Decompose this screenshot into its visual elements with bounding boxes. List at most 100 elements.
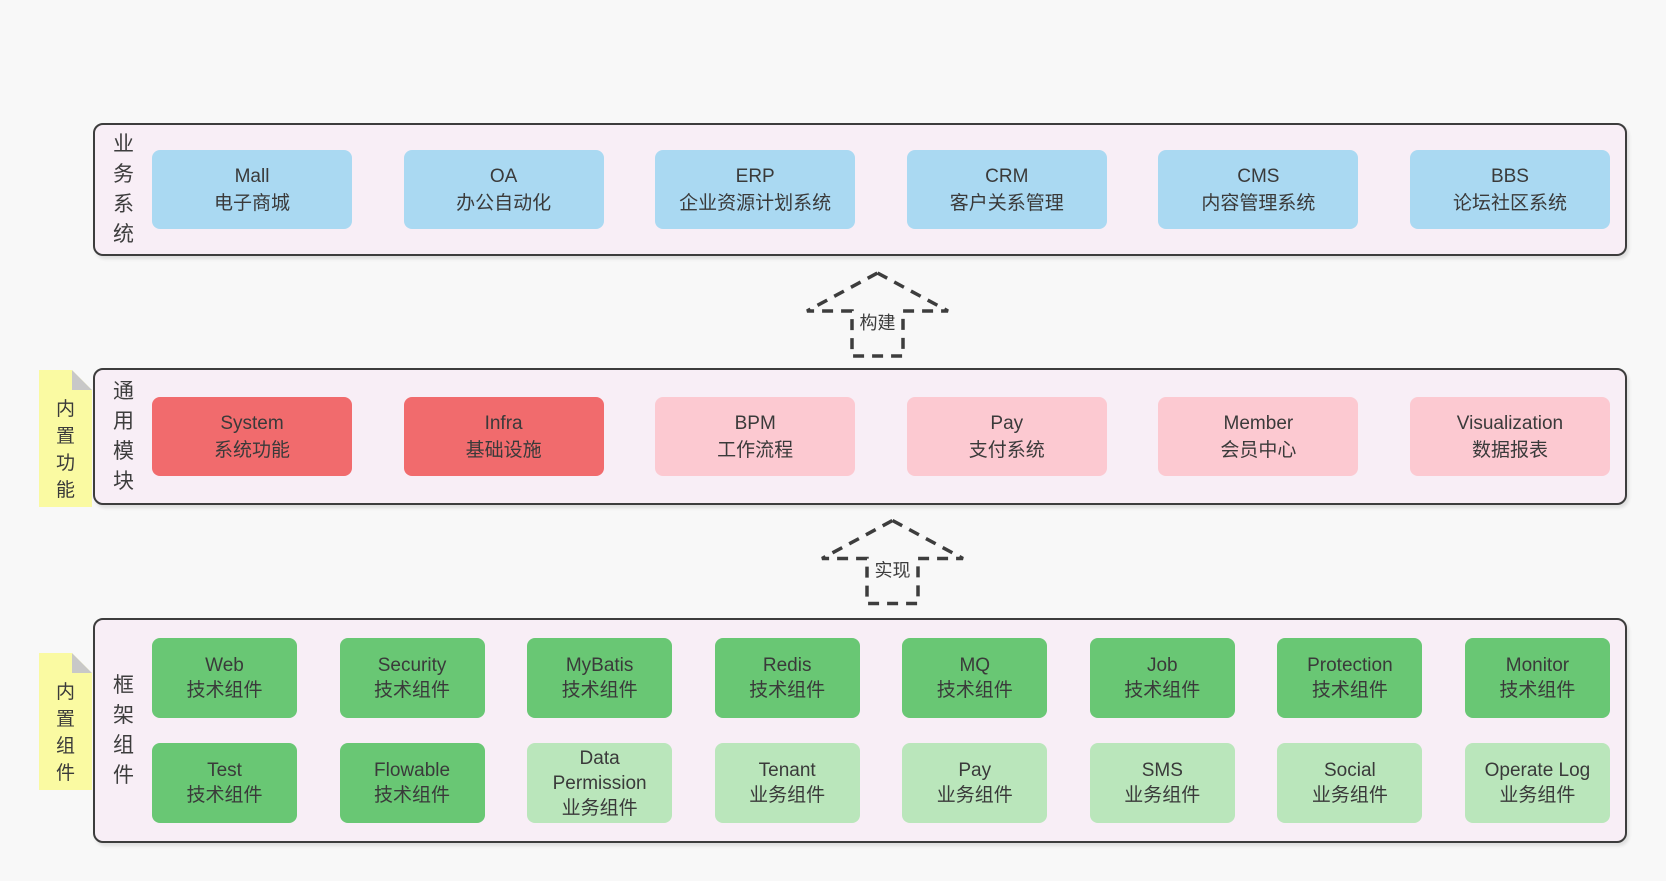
box-subtitle: 技术组件 — [186, 680, 263, 701]
box-title: Mall — [234, 165, 270, 187]
layer-label: 框架组件 — [113, 673, 134, 787]
box-title: CMS — [1237, 165, 1280, 187]
box-subtitle: 技术组件 — [936, 680, 1013, 701]
sticky-note-label: 内置功能 — [55, 399, 75, 501]
box-data-permission: Data Permission 业务组件 — [527, 743, 673, 823]
sticky-note-builtin-features: 内置功能 — [39, 370, 92, 507]
sticky-note-label: 内置组件 — [55, 682, 75, 784]
box-subtitle: 业务组件 — [561, 797, 638, 819]
box-title: Redis — [762, 655, 812, 676]
box-title: Data Permission — [552, 747, 647, 794]
box-monitor: Monitor 技术组件 — [1464, 638, 1610, 718]
box-subtitle: 基础设施 — [465, 439, 542, 461]
box-social: Social 业务组件 — [1277, 743, 1423, 823]
sticky-note-builtin-components: 内置组件 — [39, 653, 92, 790]
box-protection: Protection 技术组件 — [1277, 638, 1423, 718]
box-title: Member — [1223, 412, 1294, 434]
box-flowable: Flowable 技术组件 — [339, 743, 485, 823]
box-subtitle: 技术组件 — [374, 680, 451, 701]
box-subtitle: 业务组件 — [1311, 785, 1388, 806]
box-title: CRM — [985, 165, 1029, 187]
box-title: Social — [1324, 760, 1376, 781]
box-subtitle: 业务组件 — [749, 785, 826, 806]
box-mybatis: MyBatis 技术组件 — [527, 638, 673, 718]
box-test: Test 技术组件 — [152, 743, 297, 823]
layer-label: 通用模块 — [113, 379, 134, 493]
box-title: MyBatis — [565, 655, 634, 676]
box-title: Flowable — [374, 760, 451, 781]
box-subtitle: 会员中心 — [1220, 439, 1297, 461]
box-subtitle: 内容管理系统 — [1201, 192, 1316, 214]
box-title: Pay — [990, 412, 1024, 434]
arrow-build: 构建 — [805, 271, 950, 358]
box-subtitle: 技术组件 — [561, 680, 638, 701]
box-subtitle: 办公自动化 — [456, 192, 552, 214]
box-title: Web — [205, 655, 244, 676]
box-title: Infra — [484, 412, 523, 434]
box-subtitle: 工作流程 — [717, 439, 794, 461]
arrow-label: 实现 — [875, 561, 911, 581]
box-tenant: Tenant 业务组件 — [714, 743, 860, 823]
box-title: SMS — [1141, 760, 1183, 781]
box-subtitle: 业务组件 — [936, 785, 1013, 806]
box-title: MQ — [959, 655, 991, 676]
box-title: Operate Log — [1484, 760, 1591, 781]
box-infra: Infra 基础设施 — [403, 397, 604, 476]
box-row: Mall 电子商城 OA 办公自动化 ERP 企业资源计划系统 CRM 客户关系管理 CMS 内容… — [152, 150, 1610, 229]
box-subtitle: 支付系统 — [968, 439, 1045, 461]
box-subtitle: 客户关系管理 — [949, 192, 1064, 214]
box-job: Job 技术组件 — [1089, 638, 1235, 718]
layer-label: 业务系统 — [113, 132, 134, 246]
box-mq: MQ 技术组件 — [902, 638, 1048, 718]
layer-box-rows: Mall 电子商城 OA 办公自动化 ERP 企业资源计划系统 CRM 客户关系管理 CMS 内容… — [152, 125, 1625, 254]
box-erp: ERP 企业资源计划系统 — [655, 150, 856, 229]
box-title: Pay — [958, 760, 992, 781]
box-sms: SMS 业务组件 — [1089, 743, 1235, 823]
box-title: Protection — [1307, 655, 1393, 676]
box-subtitle: 业务组件 — [1499, 785, 1576, 806]
box-subtitle: 业务组件 — [1124, 785, 1201, 806]
box-title: BBS — [1490, 165, 1529, 187]
block-arrow-up-icon: 构建 — [806, 271, 949, 358]
box-title: OA — [489, 165, 518, 187]
box-title: System — [220, 412, 284, 434]
box-subtitle: 技术组件 — [1124, 680, 1201, 701]
box-redis: Redis 技术组件 — [714, 638, 860, 718]
box-title: ERP — [735, 165, 775, 187]
box-subtitle: 技术组件 — [374, 785, 451, 806]
box-subtitle: 技术组件 — [749, 680, 826, 701]
box-bpm: BPM 工作流程 — [655, 397, 856, 476]
box-subtitle: 论坛社区系统 — [1452, 192, 1567, 214]
box-cms: CMS 内容管理系统 — [1158, 150, 1359, 229]
folded-corner-icon — [72, 653, 92, 673]
box-subtitle: 技术组件 — [1311, 680, 1388, 701]
box-bbs: BBS 论坛社区系统 — [1409, 150, 1610, 229]
box-subtitle: 技术组件 — [1499, 680, 1576, 701]
box-subtitle: 企业资源计划系统 — [679, 192, 832, 214]
box-operate-log: Operate Log 业务组件 — [1464, 743, 1610, 823]
box-subtitle: 电子商城 — [213, 192, 290, 214]
box-web: Web 技术组件 — [152, 638, 297, 718]
box-pay: Pay 业务组件 — [902, 743, 1048, 823]
box-title: Test — [207, 760, 242, 781]
layer-business-systems: 业务系统 Mall 电子商城 OA 办公自动化 ERP 企业资源计划系统 CRM 客户关系管理… — [93, 123, 1627, 256]
box-member: Member 会员中心 — [1158, 397, 1359, 476]
block-arrow-up-icon: 实现 — [821, 518, 964, 606]
box-subtitle: 技术组件 — [186, 785, 263, 806]
arrow-implement: 实现 — [820, 516, 965, 608]
box-title: Monitor — [1505, 655, 1570, 676]
box-subtitle: 数据报表 — [1471, 439, 1548, 461]
box-title: Tenant — [758, 760, 816, 781]
box-title: BPM — [734, 412, 776, 434]
box-title: Job — [1146, 655, 1178, 676]
